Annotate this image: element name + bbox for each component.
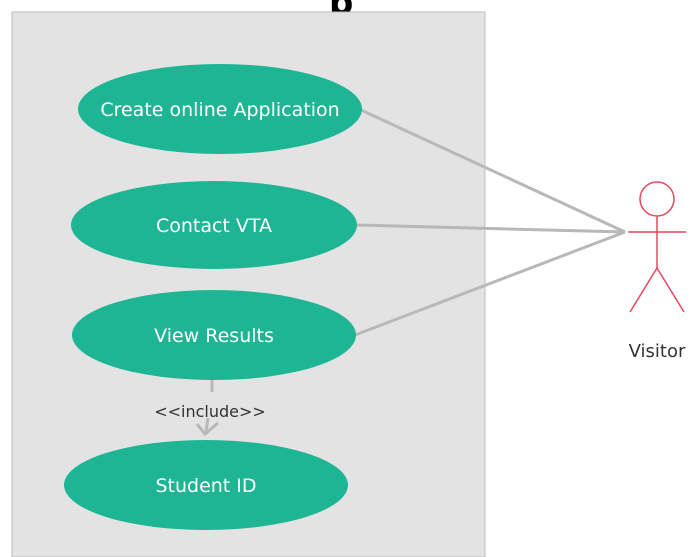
include-connector (195, 380, 219, 437)
actor-right-leg (656, 267, 685, 313)
association-contact-visitor (355, 223, 626, 234)
use-case-label: View Results (154, 325, 274, 347)
actor-head (639, 181, 675, 217)
use-case-contact-vta[interactable]: Contact VTA (71, 181, 357, 269)
use-case-create-online-application[interactable]: Create online Application (78, 64, 362, 154)
use-case-view-results[interactable]: View Results (72, 290, 356, 380)
use-case-label: Student ID (155, 475, 256, 497)
use-case-label: Contact VTA (156, 215, 272, 237)
include-arrowhead (195, 421, 219, 437)
use-case-label: Create online Application (100, 99, 339, 121)
actor-left-leg (629, 267, 658, 313)
include-label: <<include>> (154, 402, 266, 421)
actor-visitor[interactable] (628, 181, 686, 313)
include-line-lower (204, 417, 210, 433)
association-results-visitor (354, 230, 626, 337)
use-case-student-id[interactable]: Student ID (64, 440, 348, 530)
association-create-visitor (360, 108, 626, 234)
association-lines (354, 108, 626, 337)
actor-label: Visitor (629, 341, 686, 362)
